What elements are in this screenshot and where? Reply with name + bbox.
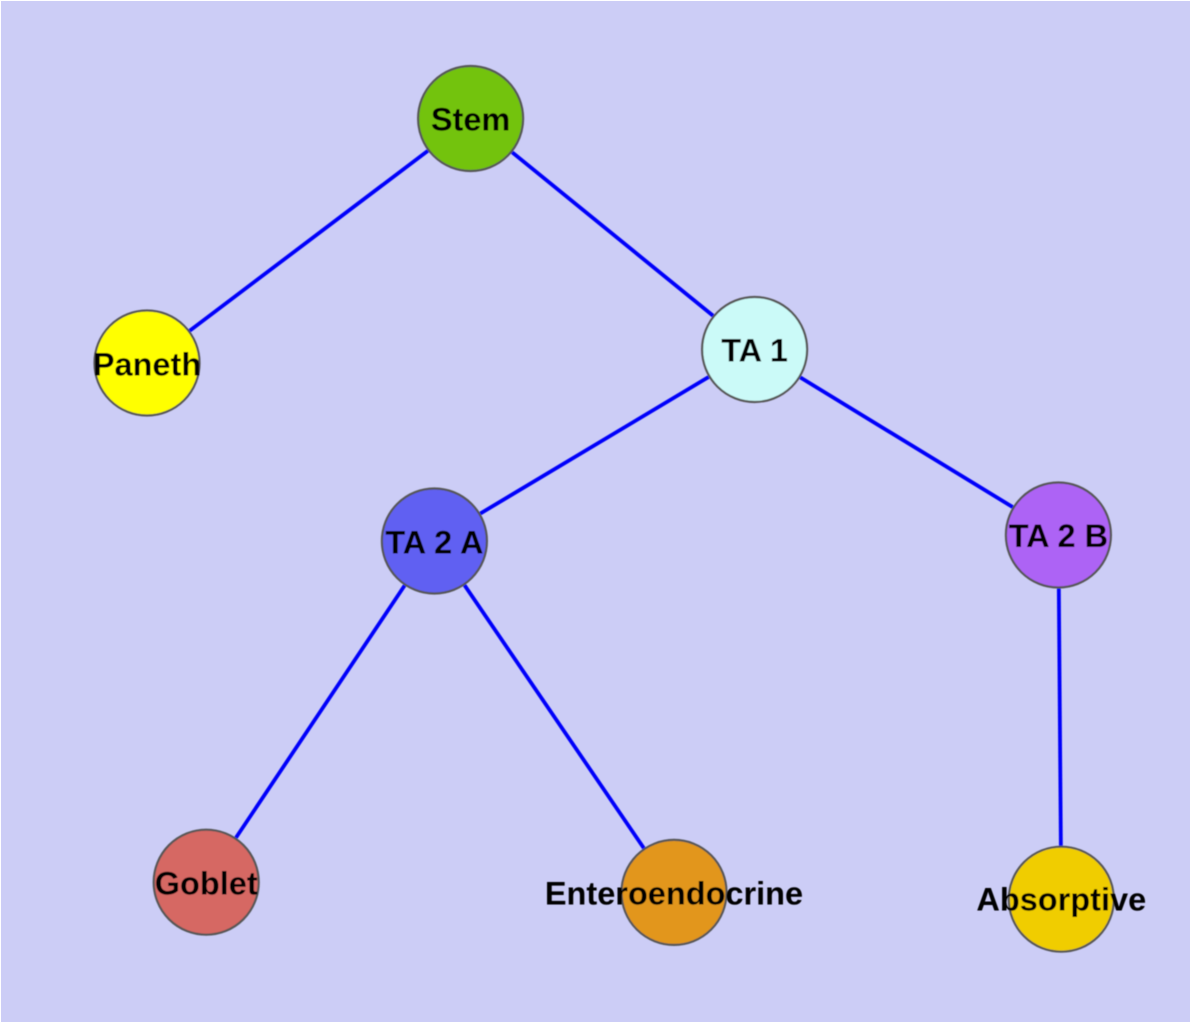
svg-text:TA 2 B: TA 2 B bbox=[1009, 518, 1108, 554]
svg-text:Absorptive: Absorptive bbox=[976, 882, 1146, 918]
svg-text:TA 1: TA 1 bbox=[721, 332, 788, 368]
svg-text:Enteroendocrine: Enteroendocrine bbox=[545, 875, 803, 911]
svg-text:TA 2 A: TA 2 A bbox=[385, 524, 483, 560]
svg-text:Stem: Stem bbox=[431, 102, 510, 138]
svg-text:Goblet: Goblet bbox=[155, 865, 258, 901]
svg-text:Paneth: Paneth bbox=[93, 346, 201, 382]
